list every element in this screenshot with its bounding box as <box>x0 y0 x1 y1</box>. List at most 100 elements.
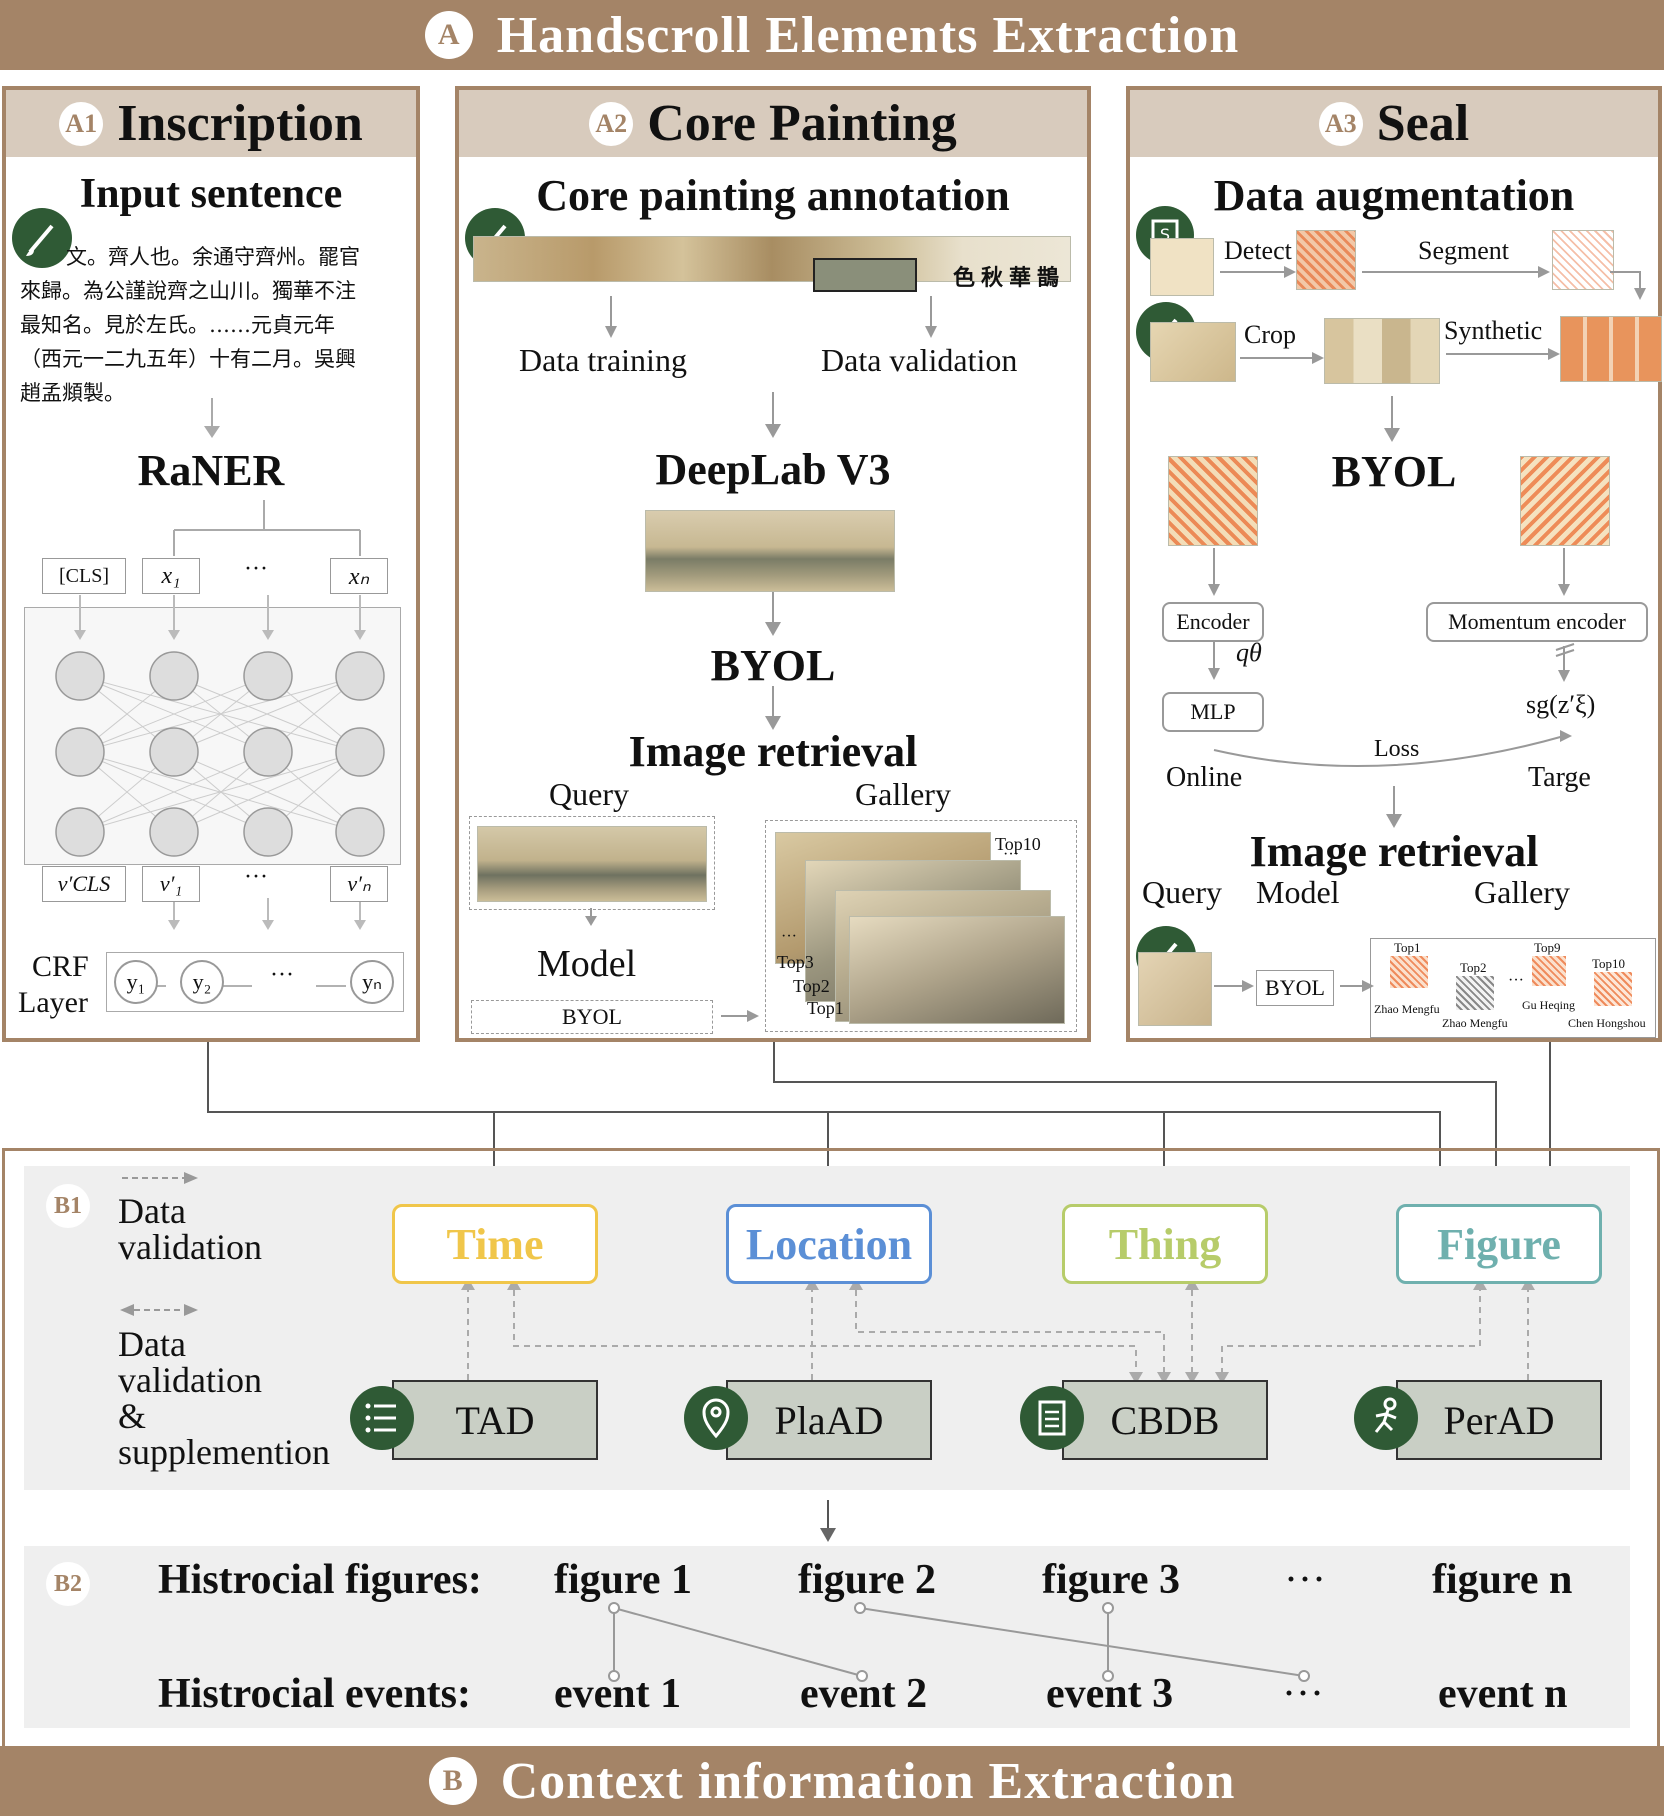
token-cls: [CLS] <box>42 558 126 594</box>
section-b-title: Context information Extraction <box>500 1752 1236 1810</box>
seal-title: Seal <box>1376 95 1470 152</box>
list-icon <box>350 1386 414 1450</box>
detected-seal <box>1296 230 1356 290</box>
gallery-top9-name: Gu Heqing <box>1522 998 1575 1012</box>
momentum-encoder-box: Momentum encoder <box>1426 602 1648 642</box>
online-seal-image <box>1168 456 1258 546</box>
section-b-badge: B <box>428 1757 477 1805</box>
text-line: 文。齊人也。余通守齊州。罷官 <box>66 245 360 269</box>
crf-label: CRF <box>32 950 89 983</box>
segmented-painting <box>645 510 895 592</box>
location-pin-icon <box>684 1386 748 1450</box>
core-query-label: Query <box>549 776 629 812</box>
core-model-label: Model <box>537 943 637 985</box>
core-retrieval-title: Image retrieval <box>628 727 918 776</box>
crf-box <box>106 952 404 1012</box>
core-arrows <box>585 296 937 1022</box>
crf-ellipsis: ··· <box>270 962 294 988</box>
synthetic-seals <box>1560 316 1662 382</box>
input-sentence-title: Input sentence <box>79 171 343 217</box>
target-seal-image <box>1520 456 1610 546</box>
core-painting-header: A2 Core Painting <box>459 90 1087 157</box>
top10-ellipsis: ··· <box>1003 846 1019 863</box>
data-training-label: Data training <box>519 342 687 378</box>
section-a-title: Handscroll Elements Extraction <box>496 6 1240 64</box>
raner-model-label: RaNER <box>137 446 285 495</box>
segmented-seal <box>1552 230 1614 290</box>
database-perad: PerAD <box>1396 1380 1602 1460</box>
inscription-badge: A1 <box>59 101 104 146</box>
top1-label: Top1 <box>807 998 844 1018</box>
seal-byol-label: BYOL <box>1331 447 1457 496</box>
document-icon <box>1020 1386 1084 1450</box>
crf-node-yn: yₙ <box>350 960 394 1004</box>
gallery-top10-name: Chen Hongshou <box>1568 1016 1646 1030</box>
detect-label: Detect <box>1224 236 1292 265</box>
gallery-top10-rank: Top10 <box>1592 956 1626 971</box>
token-x1: x₁ <box>142 558 200 594</box>
core-painting-title: Core Painting <box>647 95 957 152</box>
figures-row-label: Histrocial figures: <box>158 1557 482 1603</box>
gallery-top2-rank: Top2 <box>1460 960 1487 975</box>
byol-label: BYOL <box>710 641 836 690</box>
seal-query-label: Query <box>1142 874 1222 910</box>
augmentation-title: Data augmentation <box>1213 171 1575 220</box>
figure-1: figure 1 <box>554 1557 693 1603</box>
events-row-label: Histrocial events: <box>158 1671 471 1717</box>
gallery-painting-top1 <box>849 916 1065 1024</box>
gallery-box <box>765 820 1077 1032</box>
lower-ellipsis: ··· <box>781 928 797 945</box>
encoder-box: Encoder <box>1162 602 1264 642</box>
gallery-top1-rank: Top1 <box>1394 940 1421 955</box>
inscription-text: 文。齊人也。余通守齊州。罷官 來歸。為公謹說齊之山川。獨華不注 最知名。見於左氏… <box>20 240 410 410</box>
text-line: （西元一二九五年）十有二月。吳興 <box>20 347 356 371</box>
token-xn: xₙ <box>330 558 388 594</box>
gallery-top2-name: Zhao Mengfu <box>1442 1016 1508 1030</box>
cropped-patches <box>1324 318 1440 384</box>
text-line: 趙孟頫製。 <box>20 381 125 405</box>
query-seal-image <box>1138 952 1212 1026</box>
seal-retrieval-title: Image retrieval <box>1249 827 1539 876</box>
figure-2: figure 2 <box>798 1557 937 1603</box>
network-graph <box>55 398 385 987</box>
database-cbdb: CBDB <box>1062 1380 1268 1460</box>
brush-icon <box>12 208 72 268</box>
online-label: Online <box>1166 762 1243 793</box>
svg-text:S: S <box>1160 225 1170 244</box>
top10-label: Top10 <box>995 834 1041 854</box>
inscription-header: A1 Inscription <box>6 90 416 157</box>
legend2-line3: & <box>118 1396 147 1436</box>
inscription-title: Inscription <box>117 95 363 152</box>
crf-layer-label: Layer <box>18 986 88 1019</box>
loss-label: Loss <box>1374 736 1420 762</box>
gallery-seal-top9 <box>1532 956 1566 986</box>
gallery-top9-rank: Top9 <box>1534 940 1561 955</box>
seal-panel: A3 Seal Data augmentation S Detect Segme… <box>1126 86 1662 1042</box>
legend1-line2: validation <box>118 1227 262 1267</box>
top2-label: Top2 <box>793 976 830 996</box>
section-a-badge: A <box>424 11 473 59</box>
category-time: Time <box>392 1204 598 1284</box>
gallery-seal-top10 <box>1594 972 1632 1006</box>
seal-byol-box: BYOL <box>1256 970 1334 1006</box>
target-label: Targe <box>1528 762 1591 793</box>
gallery-seal-top2 <box>1456 976 1494 1010</box>
gallery-ellipsis: ··· <box>1508 972 1524 989</box>
core-painting-panel: A2 Core Painting Core painting annotatio… <box>455 86 1091 1042</box>
crf-node-y1: y₁ <box>114 960 158 1004</box>
section-a-banner: A Handscroll Elements Extraction <box>0 0 1664 70</box>
segment-label: Segment <box>1418 236 1509 265</box>
seal-header: A3 Seal <box>1130 90 1658 157</box>
category-figure: Figure <box>1396 1204 1602 1284</box>
seal-badge: A3 <box>1318 101 1363 146</box>
output-vcls: v′CLS <box>42 866 126 902</box>
detect-input-image <box>1150 238 1214 296</box>
seal-arrows <box>1208 266 1646 992</box>
section-b-banner: B Context information Extraction <box>0 1746 1664 1816</box>
database-tad: TAD <box>392 1380 598 1460</box>
scroll-calligraphy: 色秋華鵲 <box>953 265 1066 291</box>
b2-badge: B2 <box>46 1562 90 1606</box>
figure-ellipsis: ··· <box>1284 1557 1326 1603</box>
